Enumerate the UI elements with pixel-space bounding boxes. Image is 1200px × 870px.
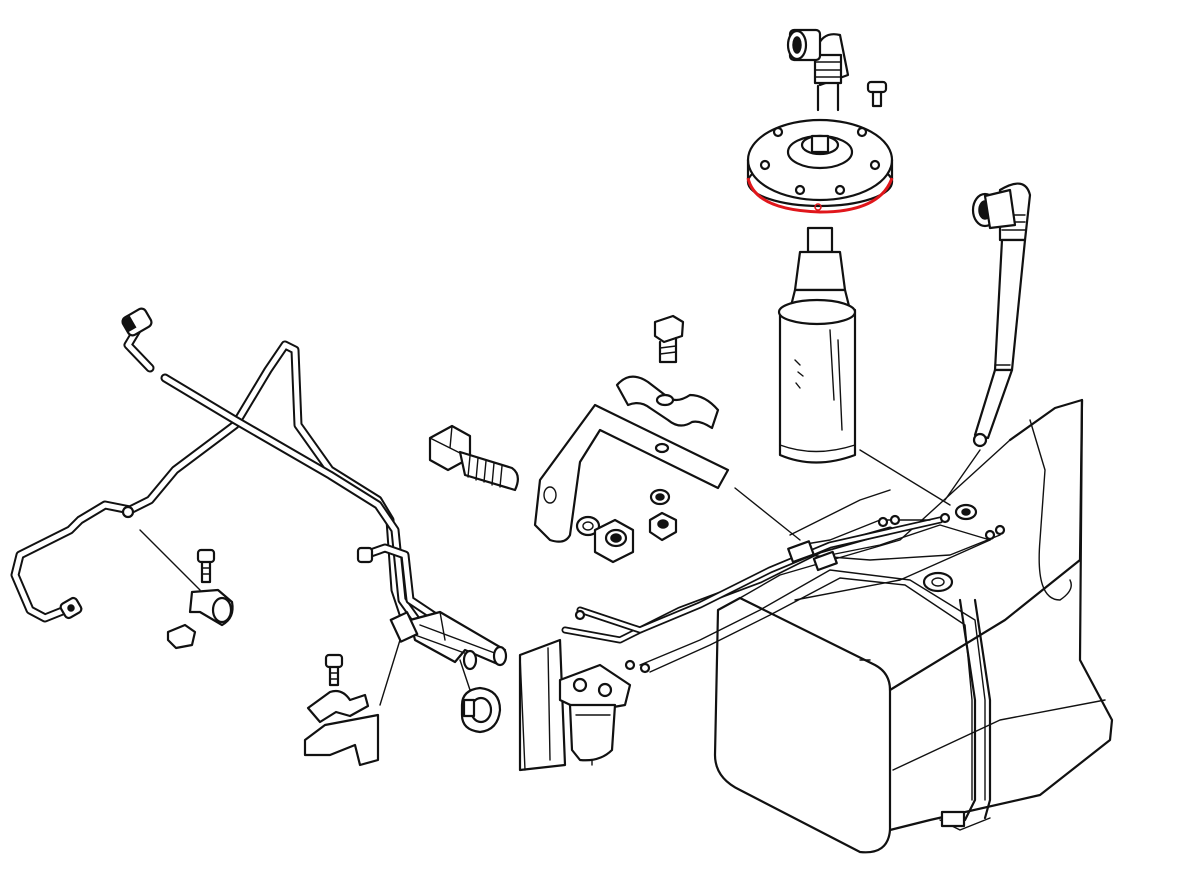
banjo-bolt xyxy=(653,314,685,364)
pipe-clip-lower xyxy=(303,689,380,767)
fuel-lines-left xyxy=(10,307,508,671)
leader-lines xyxy=(139,449,981,706)
sender-gasket xyxy=(746,177,894,214)
frame-member xyxy=(518,638,567,772)
large-bolt xyxy=(428,424,519,492)
return-hose xyxy=(972,238,1027,448)
clip-bolt-lower xyxy=(324,653,344,687)
banjo-elbow-fitting-top xyxy=(786,28,850,112)
clip-bolt-left xyxy=(196,548,216,584)
sender-flange-plate xyxy=(746,118,894,208)
mounting-bracket xyxy=(533,403,730,543)
mounting-screw xyxy=(866,80,888,108)
grommet xyxy=(922,503,978,593)
fuel-tank xyxy=(713,398,1114,854)
fuel-filter xyxy=(558,663,632,766)
return-elbow-fitting xyxy=(971,182,1032,242)
lock-washer xyxy=(575,488,671,537)
pipe-clip-left xyxy=(166,588,234,650)
pipe-clamp-top xyxy=(615,375,720,430)
fuel-pickup-canister xyxy=(777,226,857,464)
hose-clamp xyxy=(460,686,502,734)
hex-nut-small xyxy=(648,511,678,542)
hex-nut-large xyxy=(593,518,635,564)
fuel-lines-right xyxy=(561,489,1006,801)
